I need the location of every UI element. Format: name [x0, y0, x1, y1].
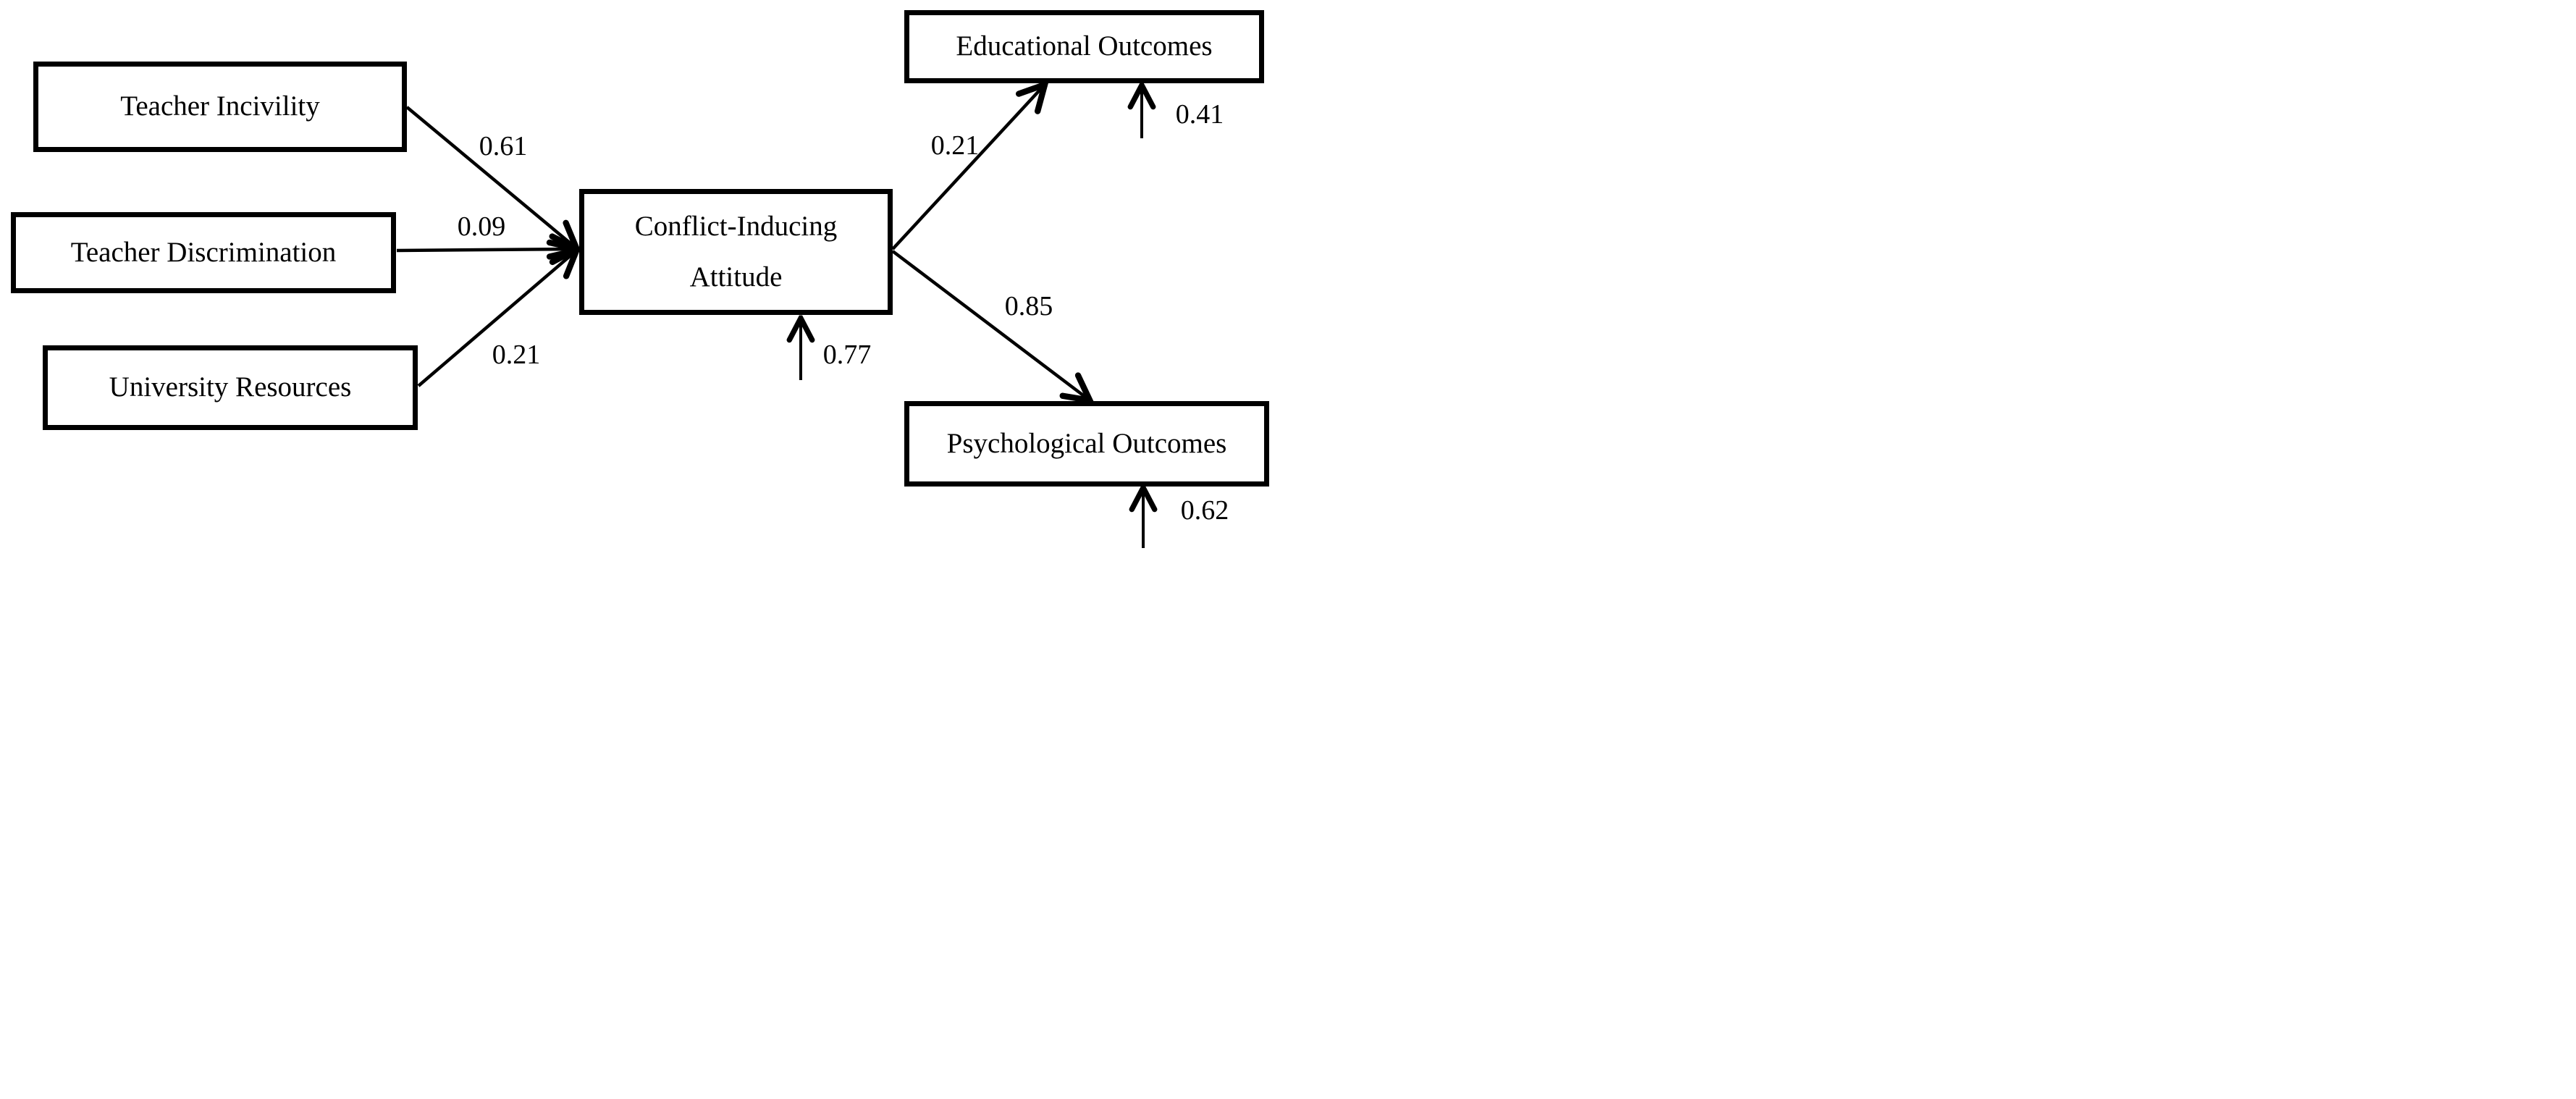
node-teacher-incivility-label: Teacher Incivility [120, 90, 320, 122]
edges-layer [396, 0, 1288, 548]
residual-value-eo: 0.41 [1175, 99, 1224, 130]
node-teacher-discrimination: Teacher Discrimination [11, 212, 396, 293]
edge-value-cia-to-eo: 0.21 [930, 130, 980, 161]
residual-value-po: 0.62 [1180, 495, 1229, 526]
node-teacher-discrimination-label: Teacher Discrimination [70, 236, 337, 268]
edge-value-td-to-cia: 0.09 [457, 211, 506, 242]
path-diagram: Teacher Incivility Teacher Discriminatio… [0, 0, 1288, 550]
edge-value-ur-to-cia: 0.21 [492, 340, 541, 370]
node-educational-outcomes-label: Educational Outcomes [956, 30, 1213, 62]
node-educational-outcomes: Educational Outcomes [904, 10, 1264, 83]
node-conflict-inducing-attitude: Conflict-Inducing Attitude [579, 189, 893, 315]
arrow-ti-to-cia [405, 106, 576, 248]
residual-value-cia: 0.77 [822, 340, 872, 370]
node-teacher-incivility: Teacher Incivility [33, 62, 407, 152]
arrow-cia-to-po [891, 250, 1089, 400]
node-conflict-inducing-attitude-label-line2: Attitude [689, 261, 783, 292]
arrow-td-to-cia [396, 249, 576, 250]
node-psychological-outcomes: Psychological Outcomes [904, 401, 1269, 487]
node-university-resources-label: University Resources [109, 371, 352, 403]
edge-value-ti-to-cia: 0.61 [479, 131, 528, 161]
node-conflict-inducing-attitude-label-line1: Conflict-Inducing [634, 210, 838, 242]
node-psychological-outcomes-label: Psychological Outcomes [946, 427, 1227, 459]
node-university-resources: University Resources [43, 345, 418, 430]
arrow-cia-to-eo [891, 85, 1044, 250]
edge-value-cia-to-po: 0.85 [1004, 291, 1053, 321]
arrow-ur-to-cia [417, 251, 576, 387]
